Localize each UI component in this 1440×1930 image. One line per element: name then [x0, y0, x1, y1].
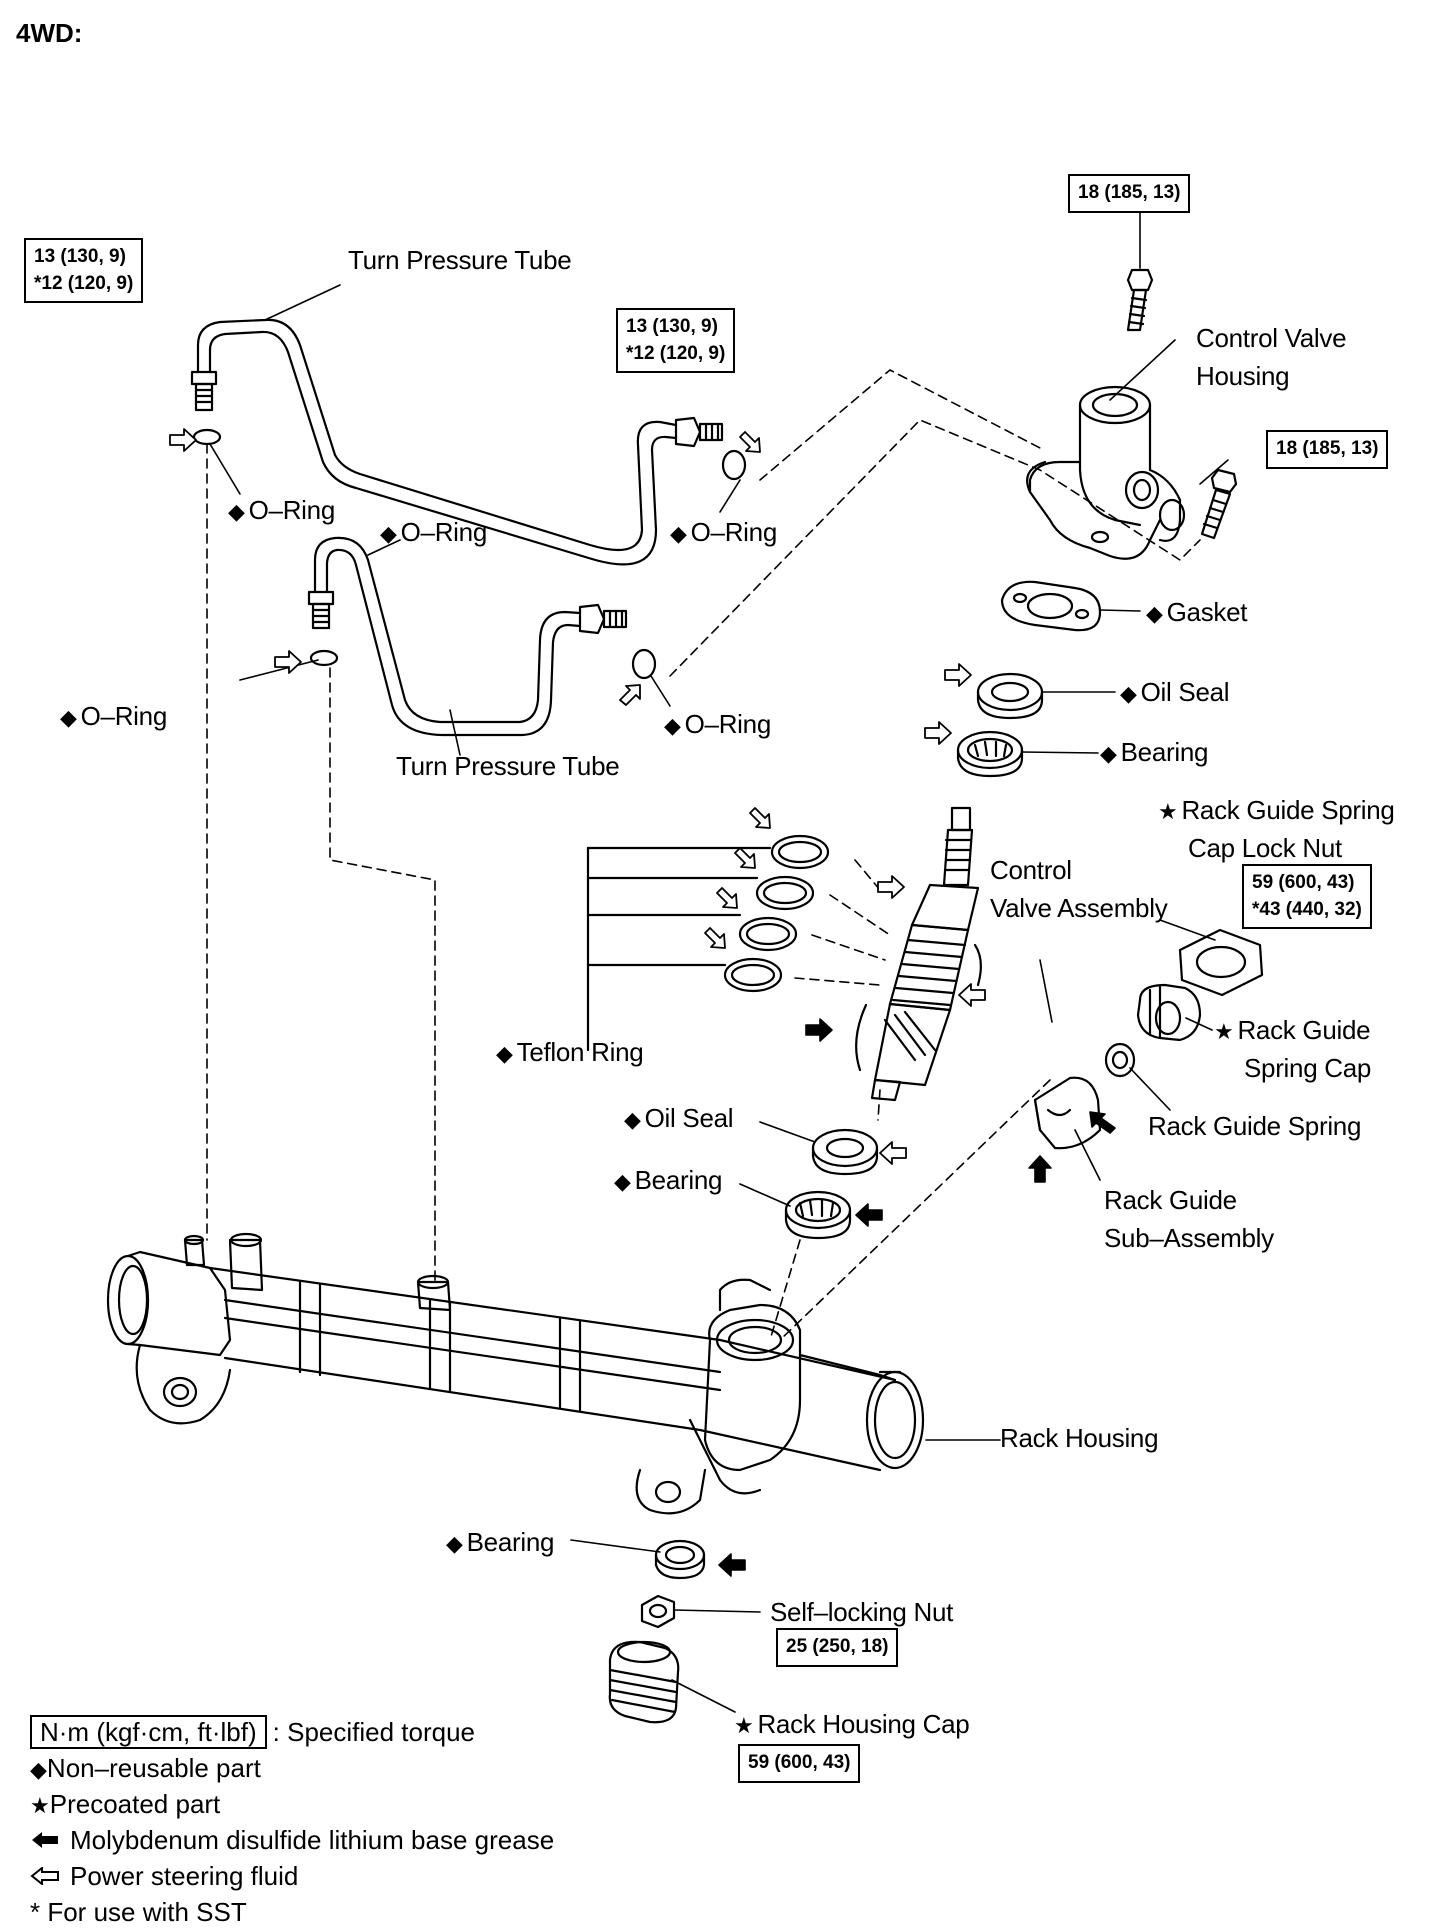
page-title: 4WD: — [16, 18, 83, 48]
diamond-icon: ◆ — [30, 1757, 47, 1782]
housing-bolt-side — [1200, 468, 1238, 540]
label-o-ring-3: ◆O–Ring — [670, 517, 777, 547]
diamond-icon: ◆ — [228, 499, 245, 524]
torque-tube-union-left: 13 (130, 9)*12 (120, 9) — [24, 238, 144, 304]
legend-precoated: ★Precoated part — [30, 1789, 221, 1819]
rack-guide-sub-assembly — [1033, 1076, 1102, 1150]
turn-pressure-tube-lower — [307, 536, 628, 737]
oil-seal-upper — [976, 672, 1044, 720]
label-bearing-middle: ◆Bearing — [614, 1165, 723, 1195]
teflon-rings — [723, 834, 830, 993]
diamond-icon: ◆ — [614, 1169, 631, 1194]
rack-housing-cap-part — [608, 1640, 680, 1724]
rack-guide-spring-cap — [1136, 983, 1202, 1042]
legend-non-reusable: ◆Non–reusable part — [30, 1753, 261, 1783]
diamond-icon: ◆ — [1100, 741, 1117, 766]
diamond-icon: ◆ — [60, 705, 77, 730]
star-icon: ★ — [1214, 1019, 1234, 1044]
control-valve-housing — [1026, 385, 1186, 560]
diamond-icon: ◆ — [664, 713, 681, 738]
hollow-arrow-icon — [169, 428, 986, 1165]
diamond-icon: ◆ — [496, 1041, 513, 1066]
label-rack-housing: Rack Housing — [1000, 1423, 1159, 1453]
diamond-icon: ◆ — [1146, 601, 1163, 626]
label-o-ring-1: ◆O–Ring — [228, 495, 335, 525]
torque-rack-housing-cap: 59 (600, 43) — [738, 1744, 861, 1783]
label-rack-guide-spring: Rack Guide Spring — [1148, 1111, 1362, 1141]
legend-ps-fluid: Power steering fluid — [30, 1858, 554, 1894]
label-rack-guide-spring-cap-lock-nut: ★Rack Guide Spring Cap Lock Nut — [1158, 795, 1395, 863]
solid-arrow-icon — [30, 1824, 70, 1860]
label-bearing-lower: ◆Bearing — [446, 1527, 555, 1557]
diamond-icon: ◆ — [1120, 681, 1137, 706]
torque-self-locking-nut: 25 (250, 18) — [776, 1628, 899, 1667]
star-icon: ★ — [734, 1713, 754, 1738]
bearing-lower — [654, 1539, 706, 1580]
legend-torque-box: N·m (kgf·cm, ft·lbf) — [30, 1715, 267, 1749]
bearing-upper — [956, 730, 1024, 778]
torque-lock-nut: 59 (600, 43)*43 (440, 32) — [1242, 864, 1372, 930]
housing-bolt-top — [1126, 268, 1154, 332]
control-valve-assembly — [855, 806, 982, 1102]
diamond-icon: ◆ — [624, 1107, 641, 1132]
bearing-middle — [784, 1190, 852, 1240]
diamond-icon: ◆ — [380, 521, 397, 546]
label-o-ring-5: ◆O–Ring — [664, 709, 771, 739]
turn-pressure-tube-upper — [190, 318, 724, 566]
label-bearing-upper: ◆Bearing — [1100, 737, 1209, 767]
label-o-ring-2: ◆O–Ring — [380, 517, 487, 547]
solid-arrow-icon — [718, 1018, 1116, 1577]
label-teflon-ring: ◆Teflon Ring — [496, 1037, 644, 1067]
label-oil-seal-upper: ◆Oil Seal — [1120, 677, 1230, 707]
label-self-locking-nut: Self–locking Nut — [770, 1597, 954, 1627]
rack-guide-spring-cap-lock-nut — [1178, 928, 1264, 997]
legend-sst: * For use with SST — [30, 1897, 247, 1927]
legend-moly-grease: Molybdenum disulfide lithium base grease — [30, 1822, 554, 1858]
star-icon: ★ — [30, 1793, 50, 1818]
label-turn-pressure-tube-upper: Turn Pressure Tube — [348, 245, 572, 275]
legend: N·m (kgf·cm, ft·lbf): Specified torque ◆… — [30, 1714, 554, 1930]
label-o-ring-4: ◆O–Ring — [60, 701, 167, 731]
gasket — [1000, 580, 1102, 632]
self-locking-nut-part — [640, 1594, 676, 1629]
label-rack-guide-spring-cap: ★Rack Guide Spring Cap — [1214, 1015, 1372, 1083]
diamond-icon: ◆ — [446, 1531, 463, 1556]
torque-housing-bolt-side: 18 (185, 13) — [1266, 430, 1389, 469]
diamond-icon: ◆ — [670, 521, 687, 546]
rack-guide-spring — [1104, 1042, 1136, 1078]
torque-tube-union-mid: 13 (130, 9)*12 (120, 9) — [616, 308, 736, 374]
label-gasket: ◆Gasket — [1146, 597, 1248, 627]
star-icon: ★ — [1158, 799, 1178, 824]
hollow-arrow-icon — [30, 1860, 70, 1896]
label-oil-seal-lower: ◆Oil Seal — [624, 1103, 734, 1133]
label-turn-pressure-tube-lower: Turn Pressure Tube — [396, 751, 620, 781]
label-rack-housing-cap: ★Rack Housing Cap — [734, 1709, 970, 1739]
torque-housing-bolt-top: 18 (185, 13) — [1068, 174, 1191, 213]
oil-seal-lower — [811, 1128, 879, 1176]
rack-housing — [106, 1232, 925, 1515]
legend-torque: N·m (kgf·cm, ft·lbf): Specified torque — [30, 1714, 554, 1750]
